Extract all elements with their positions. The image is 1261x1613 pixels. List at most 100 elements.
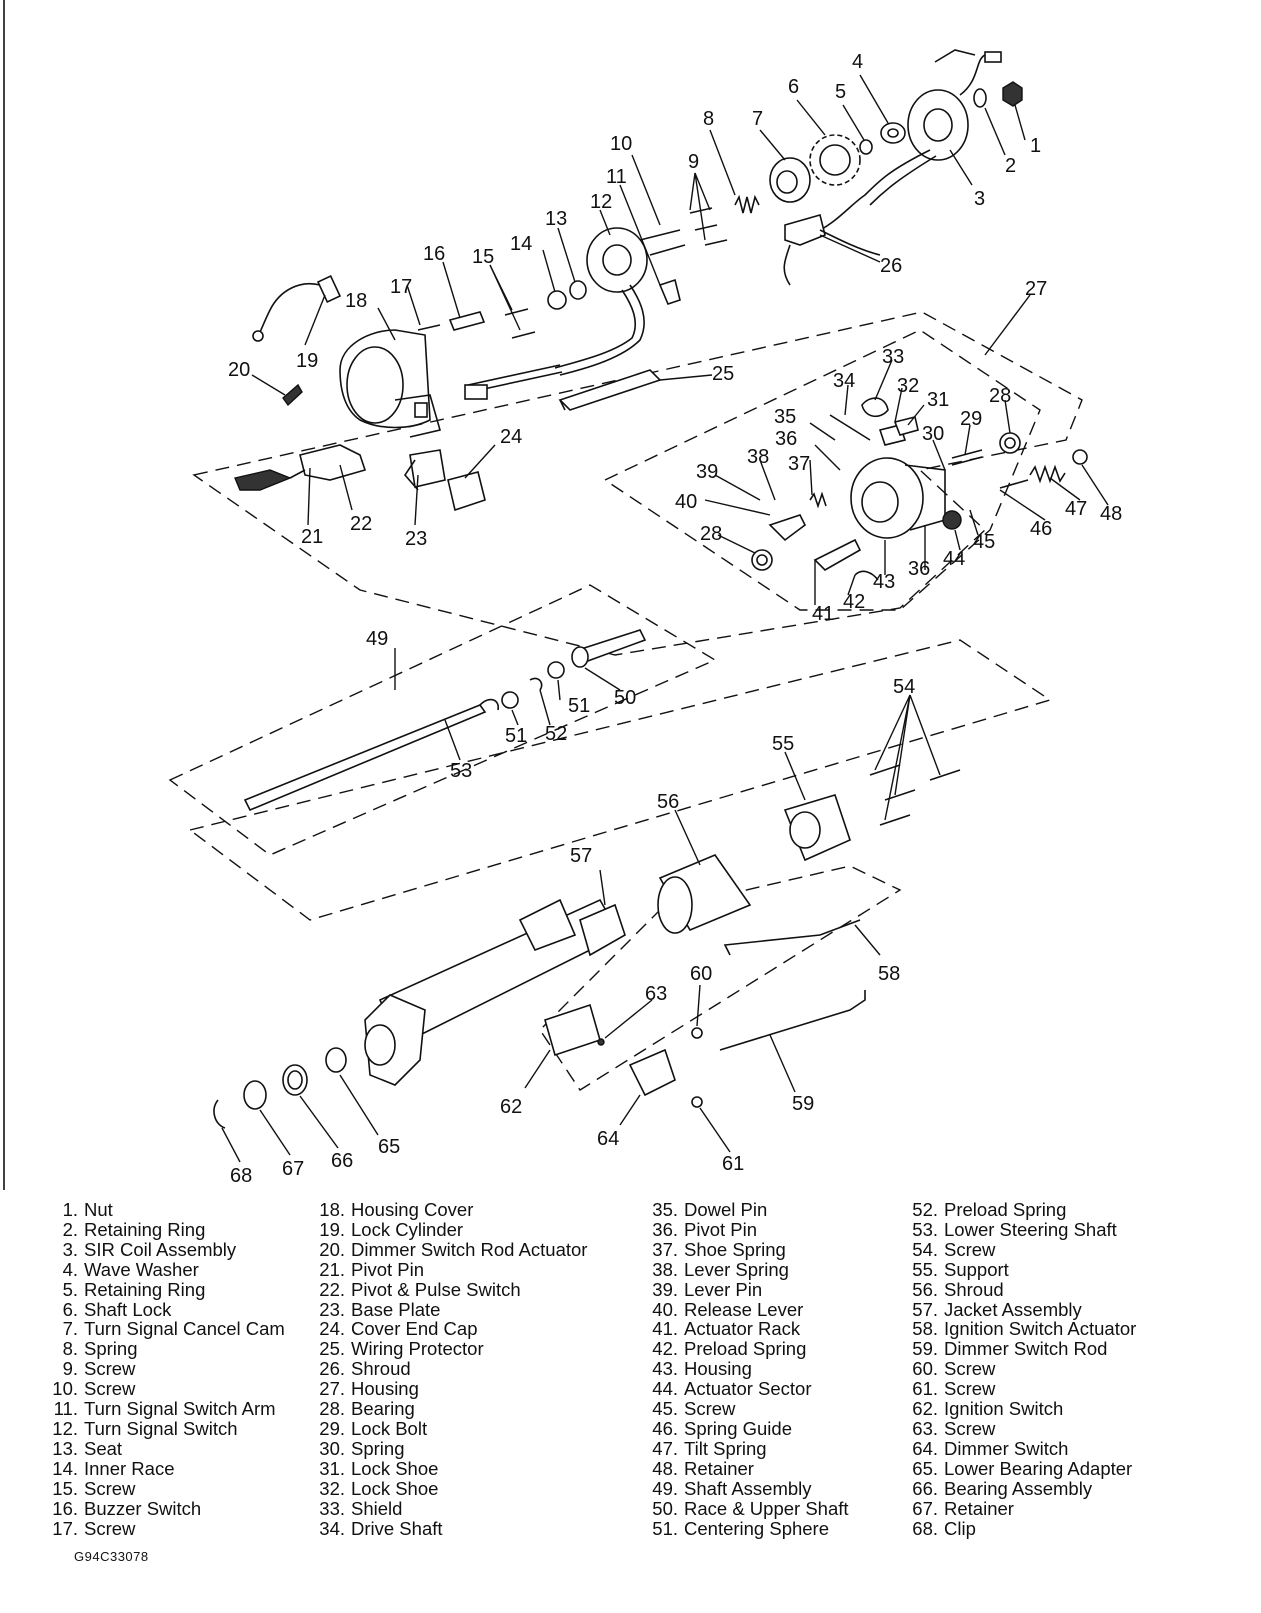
callout-34: 34 (833, 370, 855, 392)
callout-20: 20 (228, 359, 250, 381)
callout-25: 25 (712, 363, 734, 385)
callout-51b: 51 (505, 725, 527, 747)
legend-item-name: Bearing Assembly (944, 1477, 1093, 1499)
retainer-67 (243, 1080, 267, 1110)
dimmer-switch-rod (719, 990, 866, 1051)
legend-item-name: Lever Spring (684, 1258, 789, 1280)
legend-item-number: 3. (62, 1238, 78, 1260)
base-plate (403, 449, 446, 491)
legend-item-number: 16. (52, 1497, 78, 1519)
legend-item: 62.Ignition Switch (904, 1399, 1136, 1419)
legend-item: 48.Retainer (644, 1457, 849, 1479)
callout-43: 43 (873, 571, 895, 593)
lock-bolt (951, 449, 983, 466)
legend-item-name: Screw (84, 1358, 136, 1380)
legend-item-number: 1. (62, 1199, 78, 1220)
legend-item-name: Screw (944, 1417, 996, 1439)
legend-item-number: 45. (652, 1398, 678, 1420)
lower-bearing-adapter (325, 1047, 347, 1073)
sir-coil-assembly (809, 49, 1002, 236)
centering-spheres (501, 661, 565, 709)
legend-item-name: Shaft Lock (84, 1298, 172, 1320)
legend-item-number: 6. (62, 1298, 78, 1320)
legend-item: 58.Ignition Switch Actuator (904, 1319, 1136, 1339)
legend-item: 36.Pivot Pin (644, 1220, 849, 1240)
buzzer-switch (448, 311, 486, 331)
legend-item-name: Actuator Sector (684, 1378, 812, 1400)
legend-item-number: 43. (652, 1358, 678, 1380)
legend-item-number: 56. (912, 1278, 938, 1300)
screw-63 (597, 1038, 605, 1046)
legend-item: 45.Screw (644, 1399, 849, 1419)
callout-57: 57 (570, 845, 592, 867)
legend-item-number: 53. (912, 1218, 938, 1240)
legend-item: 53. Lower Steering Shaft (904, 1220, 1136, 1240)
shoe-spring (809, 491, 827, 509)
legend-item-name: Retaining Ring (84, 1278, 206, 1300)
callout-38: 38 (747, 446, 769, 468)
callout-24: 24 (500, 426, 522, 448)
callout-14: 14 (510, 233, 532, 255)
legend-item-number: 68. (912, 1517, 938, 1539)
legend-item-number: 2. (62, 1218, 78, 1240)
legend-item: 20.Dimmer Switch Rod Actuator (311, 1239, 587, 1260)
callout-36a: 36 (775, 428, 797, 450)
legend-item: 17.Screw (44, 1518, 285, 1539)
legend-item-name: Jacket Assembly (944, 1298, 1082, 1320)
legend-item-number: 47. (652, 1437, 678, 1459)
legend-item-name: Screw (944, 1238, 996, 1260)
callout-10: 10 (610, 133, 632, 155)
legend-item: 65.Lower Bearing Adapter (904, 1457, 1136, 1479)
legend-item-name: Buzzer Switch (84, 1497, 202, 1519)
callout-28b: 28 (700, 523, 722, 545)
legend-item-number: 48. (652, 1457, 678, 1479)
legend-item-number: 64. (912, 1437, 938, 1459)
legend-item-name: Lower Bearing Adapter (944, 1457, 1133, 1479)
legend-item: 25.Wiring Protector (311, 1339, 587, 1359)
callout-22: 22 (350, 513, 372, 535)
callout-36b: 36 (908, 558, 930, 580)
legend-item: 50.Race & Upper Shaft (644, 1498, 848, 1519)
legend-item-number: 66. (912, 1477, 938, 1499)
callout-40: 40 (675, 491, 697, 513)
legend-item-name: Ignition Switch Actuator (944, 1318, 1137, 1340)
legend-item-name: Dimmer Switch (944, 1437, 1069, 1459)
callout-37: 37 (788, 453, 810, 475)
callout-21: 21 (301, 526, 323, 548)
legend-item-name: Wiring Protector (351, 1338, 484, 1360)
jacket-assembly-outline (188, 639, 1052, 921)
legend-item-name: Housing Cover (351, 1199, 474, 1220)
legend-item-number: 42. (652, 1338, 678, 1360)
legend-item: 29.Lock Bolt (311, 1419, 587, 1439)
retaining-ring-5 (859, 139, 873, 155)
callout-49: 49 (366, 628, 388, 650)
legend-item-name: Lower Steering Shaft (944, 1218, 1117, 1240)
exploded-steering-column-diagram: 1 2 3 4 5 6 7 8 9 10 11 12 13 14 15 16 1… (3, 0, 1122, 1190)
legend-item: 39.Lever Pin (644, 1279, 849, 1300)
screws-9 (689, 207, 728, 246)
legend-item-name: Drive Shaft (351, 1517, 443, 1539)
callout-48: 48 (1100, 503, 1122, 525)
legend-item-number: 33. (319, 1497, 345, 1519)
ignition-switch (544, 1003, 601, 1057)
legend-item: 49.Shaft Assembly (644, 1478, 849, 1499)
bearing-28-bottom (751, 549, 773, 571)
callout-58: 58 (878, 963, 900, 985)
retainer-48 (1072, 449, 1088, 465)
legend-item-name: Pivot Pin (351, 1258, 425, 1280)
legend-item: 12.Turn Signal Switch (44, 1419, 285, 1439)
legend-item-number: 5. (62, 1278, 78, 1300)
legend-item: 21. Pivot Pin (311, 1258, 587, 1280)
spring-8 (734, 194, 760, 214)
legend-item-number: 51. (652, 1517, 678, 1539)
bearing-assembly (282, 1064, 308, 1096)
callout-66: 66 (331, 1150, 353, 1172)
legend-item-number: 21. (319, 1258, 345, 1280)
legend-item-number: 35. (652, 1199, 678, 1220)
legend-item: 7.Turn Signal Cancel Cam (44, 1319, 285, 1339)
legend-item-name: Bearing (351, 1398, 415, 1420)
legend-item: 22.Pivot & Pulse Switch (311, 1279, 587, 1300)
